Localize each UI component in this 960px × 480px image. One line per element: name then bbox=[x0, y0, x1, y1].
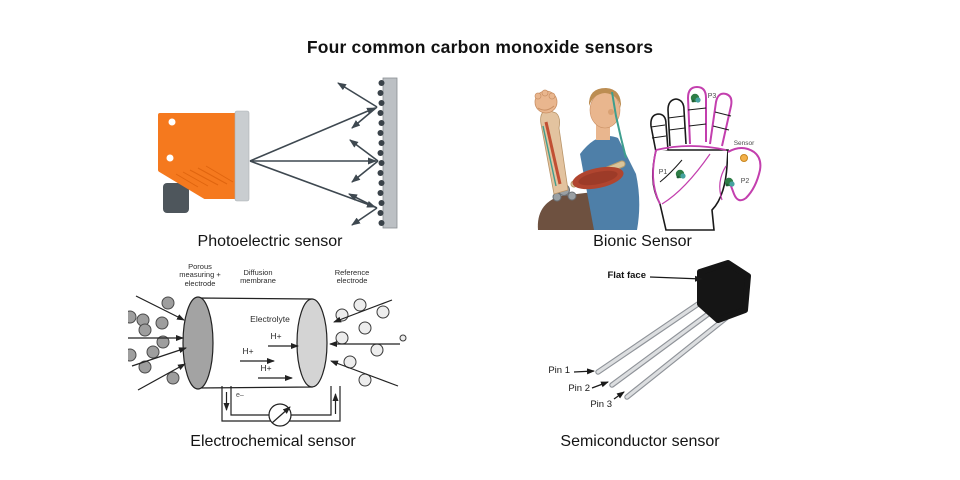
molecules-right bbox=[335, 298, 407, 387]
electrochemical-panel: Porous measuring + electrode Diffusion m… bbox=[128, 258, 435, 428]
photoelectric-sensor-body bbox=[158, 110, 250, 213]
sensor-cell-graphic bbox=[182, 296, 328, 390]
hand-label-p1: P1 bbox=[658, 169, 668, 176]
photoelectric-panel bbox=[130, 75, 410, 235]
hand-label-sensor: Sensor bbox=[733, 140, 755, 147]
electrochemical-diagram bbox=[128, 295, 407, 427]
marker-p3-icon bbox=[690, 93, 701, 103]
label-electrolyte: Electrolyte bbox=[250, 314, 290, 324]
hplus-arrows bbox=[240, 343, 299, 381]
label-hplus-3: H+ bbox=[260, 363, 272, 373]
label-pin1: Pin 1 bbox=[548, 365, 570, 376]
label-pin2: Pin 2 bbox=[568, 383, 590, 394]
hand-label-p3: P3 bbox=[707, 93, 717, 100]
bionic-person-graphic bbox=[534, 88, 640, 230]
label-hplus-1: H+ bbox=[270, 331, 282, 341]
transistor-body bbox=[697, 260, 751, 323]
electrochemical-caption: Electrochemical sensor bbox=[190, 433, 356, 450]
bionic-diagram bbox=[534, 85, 762, 231]
semiconductor-panel: Flat face Pin 1 Pin 2 Pin 3 bbox=[528, 258, 752, 425]
hand-label-p2: P2 bbox=[740, 178, 750, 185]
label-pin3: Pin 3 bbox=[590, 399, 612, 410]
hand-sensor-graphic bbox=[650, 85, 762, 231]
label-reference-electrode: Reference electrode bbox=[334, 268, 370, 286]
marker-p1-icon bbox=[675, 169, 686, 179]
annotation-arrows bbox=[573, 275, 703, 400]
photoelectric-caption: Photoelectric sensor bbox=[197, 233, 343, 250]
co-molecules-left bbox=[128, 296, 180, 385]
label-porous-electrode: Porous measuring + electrode bbox=[179, 262, 221, 288]
light-rays bbox=[249, 82, 379, 226]
semiconductor-diagram bbox=[573, 260, 751, 400]
inflow-arrows bbox=[128, 295, 187, 391]
circuit-graphic bbox=[221, 386, 341, 427]
bionic-caption: Bionic Sensor bbox=[593, 233, 692, 250]
figure-title: Four common carbon monoxide sensors bbox=[306, 37, 654, 57]
target-wall-graphic bbox=[377, 77, 398, 229]
label-electron: e– bbox=[236, 392, 244, 399]
label-diffusion-membrane: Diffusion membrane bbox=[240, 268, 276, 286]
label-flat-face: Flat face bbox=[607, 270, 646, 281]
photoelectric-diagram bbox=[158, 77, 398, 229]
label-hplus-2: H+ bbox=[242, 346, 254, 356]
reference-arrows bbox=[329, 299, 400, 387]
transistor-pins bbox=[595, 297, 729, 400]
sensor-dot-icon bbox=[740, 154, 748, 162]
bionic-panel: P1 P2 P3 Sensor bbox=[510, 82, 775, 232]
marker-p2-icon bbox=[724, 177, 735, 187]
semiconductor-caption: Semiconductor sensor bbox=[560, 433, 720, 450]
